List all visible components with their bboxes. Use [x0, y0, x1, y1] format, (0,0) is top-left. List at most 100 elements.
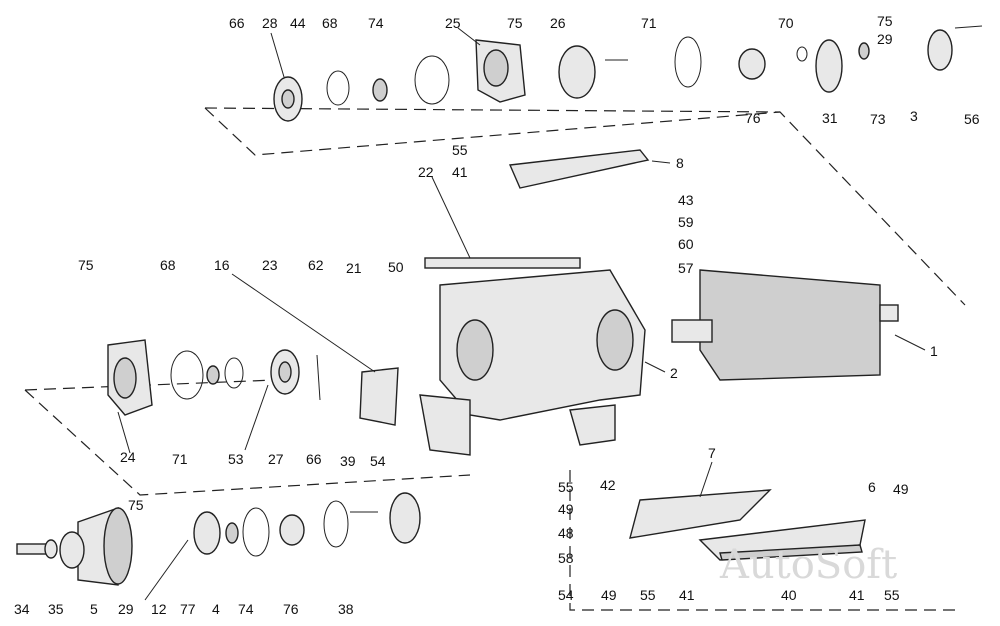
- leader-2: [644, 361, 666, 373]
- pin-66: [316, 354, 321, 401]
- seal-74-bottom: [225, 522, 239, 544]
- housing-foot: [419, 394, 471, 456]
- label-26: 26: [550, 15, 566, 31]
- cover-8: [508, 149, 650, 189]
- label-41: 41: [849, 587, 865, 603]
- housing-body-2: [439, 269, 646, 421]
- plate-bottom: [242, 507, 270, 557]
- label-57: 57: [678, 260, 694, 276]
- label-43: 43: [678, 192, 694, 208]
- label-5: 5: [90, 601, 98, 617]
- housing-body-2-bore-right: [596, 309, 634, 371]
- bearing-76-bottom: [279, 514, 305, 546]
- label-71: 71: [172, 451, 188, 467]
- leader-53: [244, 384, 269, 451]
- part-number-labels: 66 28 44 68 74 25 75 26 71 70 75 29 76 3…: [14, 13, 980, 617]
- flange-27-hub: [278, 361, 292, 383]
- label-16: 16: [214, 257, 230, 273]
- label-75: 75: [128, 497, 144, 513]
- rotor-1-shaft: [671, 319, 713, 343]
- label-6: 6: [868, 479, 876, 495]
- label-59: 59: [678, 214, 694, 230]
- label-3: 3: [910, 108, 918, 124]
- label-41: 41: [452, 164, 468, 180]
- seal-73: [858, 42, 870, 60]
- top-row-parts: [273, 25, 983, 122]
- label-54: 54: [558, 587, 574, 603]
- label-39: 39: [340, 453, 356, 469]
- label-40: 40: [781, 587, 797, 603]
- label-21: 21: [346, 260, 362, 276]
- top-group-outline-left: [204, 107, 781, 156]
- label-75: 75: [877, 13, 893, 29]
- housing-foot-right: [569, 404, 616, 446]
- label-34: 34: [14, 601, 30, 617]
- label-31: 31: [822, 110, 838, 126]
- label-70: 70: [778, 15, 794, 31]
- leader-1: [894, 334, 926, 351]
- label-53: 53: [228, 451, 244, 467]
- bottom-right-outline: [569, 470, 960, 611]
- pulley-5-hub: [59, 531, 85, 569]
- cover-3: [927, 29, 953, 71]
- label-2: 2: [670, 365, 678, 381]
- label-49: 49: [601, 587, 617, 603]
- label-49: 49: [893, 481, 909, 497]
- bolt-56: [954, 25, 983, 29]
- label-74: 74: [368, 15, 384, 31]
- label-55: 55: [558, 479, 574, 495]
- housing-body-2-bore-left: [456, 319, 494, 381]
- label-76: 76: [745, 110, 761, 126]
- label-75: 75: [78, 257, 94, 273]
- label-77: 77: [180, 601, 196, 617]
- leader-16: [231, 273, 376, 373]
- label-66: 66: [229, 15, 245, 31]
- left-group-parts: [107, 339, 321, 416]
- ring-68-top: [326, 70, 350, 106]
- label-75: 75: [507, 15, 523, 31]
- label-76: 76: [283, 601, 299, 617]
- label-28: 28: [262, 15, 278, 31]
- bottom-left-parts: [16, 492, 421, 586]
- rotor-1: [699, 269, 881, 381]
- left-group-outline: [24, 389, 471, 496]
- label-12: 12: [151, 601, 167, 617]
- label-27: 27: [268, 451, 284, 467]
- ring-68-left: [224, 357, 244, 389]
- label-73: 73: [870, 111, 886, 127]
- label-25: 25: [445, 15, 461, 31]
- pulley-5-face: [103, 507, 133, 585]
- oring-70: [796, 46, 808, 62]
- housing-24-bore: [113, 357, 137, 399]
- leader-28: [270, 32, 285, 78]
- snap-ring-bottom: [323, 500, 349, 548]
- rotor-1-shaft-right: [879, 304, 899, 322]
- snap-ring-71-top: [674, 36, 702, 88]
- label-41: 41: [679, 587, 695, 603]
- snap-ring-top: [414, 55, 450, 105]
- bearing-76-top: [738, 48, 766, 80]
- label-54: 54: [370, 453, 386, 469]
- label-42: 42: [600, 477, 616, 493]
- label-44: 44: [290, 15, 306, 31]
- label-24: 24: [120, 449, 136, 465]
- leader-29b: [144, 539, 189, 601]
- label-68: 68: [160, 257, 176, 273]
- label-29: 29: [877, 31, 893, 47]
- bar-22: [424, 257, 581, 269]
- bar-40: [719, 544, 863, 561]
- label-23: 23: [262, 257, 278, 273]
- label-22: 22: [418, 164, 434, 180]
- label-8: 8: [676, 155, 684, 171]
- bearing-cap-28-hub: [281, 89, 295, 109]
- plate-31: [815, 39, 843, 93]
- cover-bottom: [389, 492, 421, 544]
- leader-7: [699, 461, 713, 498]
- bolt-34: [16, 543, 48, 555]
- label-55: 55: [884, 587, 900, 603]
- plate-7: [629, 489, 772, 539]
- label-4: 4: [212, 601, 220, 617]
- label-35: 35: [48, 601, 64, 617]
- leader-22: [431, 176, 471, 259]
